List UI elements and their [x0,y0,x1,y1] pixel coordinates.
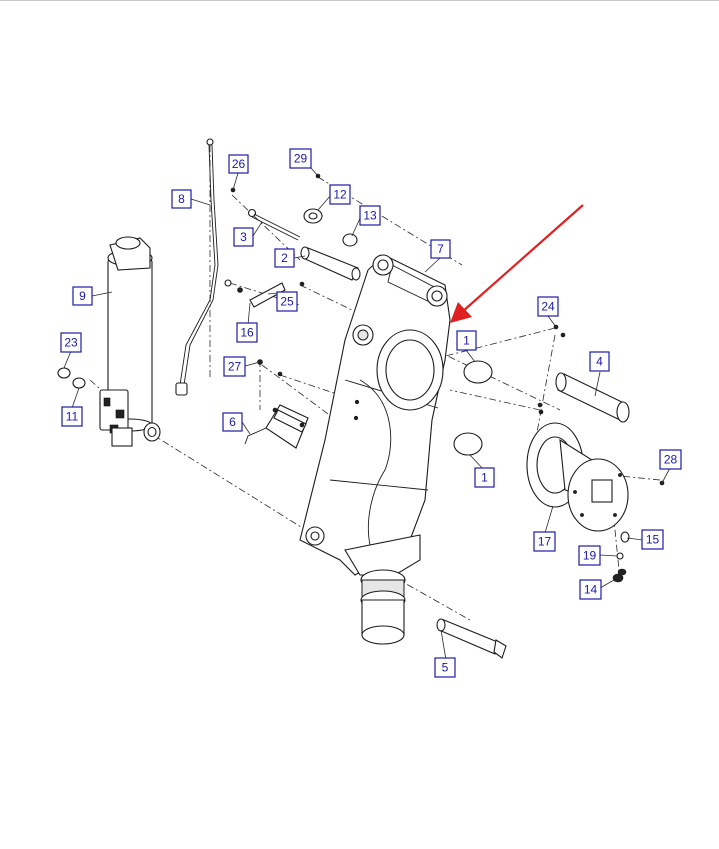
callout-2: 2 [274,248,295,268]
part-7-boom-arm [299,254,451,645]
callout-5: 5 [434,657,456,678]
callout-1-upper: 1 [456,330,477,351]
part-17-hub [526,422,629,532]
part-3-bolt [247,208,301,241]
part-4-sleeve [555,372,630,423]
part-1-snap-rings [453,360,493,456]
callout-label: 1 [481,471,488,485]
callout-label: 5 [442,661,449,675]
callout-label: 3 [240,230,247,244]
fasteners [537,324,665,583]
callout-8: 8 [171,189,192,209]
callout-23: 23 [60,332,82,353]
part-2-pin [300,246,361,281]
callout-label: 16 [240,326,254,340]
callout-15: 15 [641,529,664,550]
callout-3: 3 [233,227,254,247]
callout-label: 17 [538,535,552,549]
callout-16: 16 [236,322,258,343]
callout-28: 28 [659,449,682,470]
highlight-arrow [450,204,584,323]
callout-label: 28 [664,453,678,467]
callout-4: 4 [589,351,610,372]
callout-11: 11 [61,406,83,427]
part-9-hydraulic-cylinder [99,236,161,447]
callout-label: 29 [294,152,308,166]
callout-label: 14 [584,583,598,597]
callout-1-lower: 1 [474,467,495,488]
callout-label: 7 [437,242,444,256]
callout-label: 4 [596,355,603,369]
callout-leaders [63,167,671,661]
parts-12-13-washers [303,208,358,247]
callout-label: 9 [79,289,86,303]
callout-label: 13 [363,209,377,223]
callout-7: 7 [430,239,451,259]
callout-26: 26 [228,154,249,174]
callout-label: 27 [228,360,242,374]
callout-27: 27 [223,356,246,377]
callout-label: 8 [178,192,185,206]
part-5-pin [436,618,507,659]
callout-24: 24 [537,296,559,317]
parts-23-11-o-rings [57,367,86,389]
callout-14: 14 [579,579,602,600]
callout-label: 12 [333,188,347,202]
small-hardware [224,173,321,377]
callout-17: 17 [533,531,556,552]
callout-label: 25 [280,295,294,309]
part-6-bracket [244,404,309,449]
callout-label: 26 [232,157,246,171]
callout-12: 12 [329,184,351,205]
callout-label: 19 [583,549,597,563]
callout-9: 9 [72,286,93,306]
callout-19: 19 [578,545,601,566]
callout-25: 25 [276,291,298,312]
callout-label: 24 [541,300,555,314]
callout-label: 2 [281,251,288,265]
callout-label: 15 [646,533,660,547]
callout-label: 23 [64,336,78,350]
callout-13: 13 [359,205,381,226]
callout-label: 1 [463,334,470,348]
callout-label: 11 [66,410,79,424]
callout-label: 6 [229,415,236,429]
callout-29: 29 [289,148,312,169]
part-8-rod [175,138,219,396]
top-border [0,0,719,1]
assembly-center-lines [89,145,661,621]
callout-6: 6 [222,412,243,432]
